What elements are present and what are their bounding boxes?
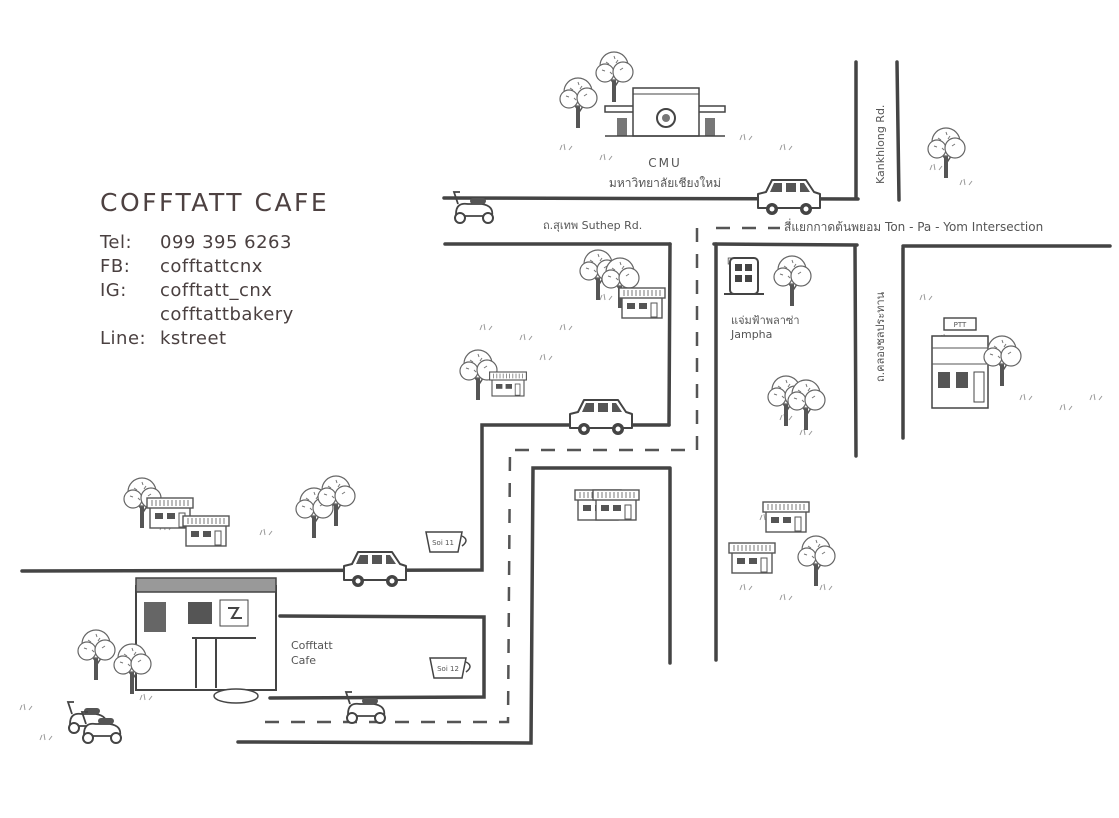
- house-icon: [618, 287, 666, 319]
- jampha-thai-label: แจ่มฟ้าพลาซ่า: [731, 314, 800, 327]
- road-centerlines: [262, 226, 780, 724]
- contact-row-tel: Tel: 099 395 6263: [100, 231, 329, 255]
- contact-value: cofftattbakery: [160, 304, 294, 325]
- cmu-thai-label: มหาวิทยาลัยเชียงใหม่: [609, 176, 721, 190]
- contact-value: cofftattcnx: [160, 256, 263, 277]
- soi11-cup-sign-icon: Soi 11: [425, 531, 467, 553]
- house-icon: [489, 371, 527, 397]
- cmu-label: CMU: [648, 156, 682, 170]
- kankhlong-rd-label: Kankhlong Rd.: [874, 105, 887, 184]
- cofftatt-label-line1: Cofftatt: [291, 639, 333, 652]
- contact-label: Tel:: [100, 232, 133, 253]
- car-icon: [569, 399, 633, 436]
- suthep-rd-label: ถ.สุเทพ Suthep Rd.: [543, 219, 642, 232]
- intersection-label: สี่แยกกาดต้นพยอม Ton - Pa - Yom Intersec…: [784, 218, 1043, 234]
- contact-value: 099 395 6263: [160, 232, 292, 253]
- tree-icon: [927, 127, 966, 179]
- jampha-label: Jampha: [730, 328, 772, 341]
- cofftatt-label-line2: Cafe: [291, 654, 316, 667]
- cafe-title: COFFTATT CAFE: [100, 188, 330, 217]
- house-icon: [182, 515, 230, 547]
- soi12-label: Soi 12: [437, 665, 459, 673]
- contact-row-fb: FB: cofftattcnx: [100, 255, 329, 279]
- contact-row-line: Line: kstreet: [100, 327, 329, 351]
- contact-label: IG:: [100, 280, 127, 301]
- cofftatt-cafe-building: [135, 577, 277, 704]
- cmu-gate-icon: [604, 87, 726, 137]
- cafe-info-panel: COFFTATT CAFE Tel: 099 395 6263 FB: coffta…: [100, 188, 329, 351]
- tree-icon: [559, 77, 598, 129]
- tree-icon: [797, 535, 836, 587]
- soi12-cup-sign-icon: Soi 12: [429, 657, 471, 679]
- gas-pump-icon: [724, 257, 764, 295]
- tree-icon: [787, 379, 826, 431]
- tree-icon: [77, 629, 116, 681]
- house-icon: [762, 501, 810, 533]
- contact-row-ig2: cofftattbakery: [100, 303, 329, 327]
- soi11-label: Soi 11: [432, 539, 454, 547]
- khlong-chonprathan-rd-label: ถ.คลองชลประทาน: [874, 291, 887, 382]
- ptt-station-icon: PTT: [931, 317, 989, 409]
- ptt-sign-label: PTT: [954, 321, 967, 329]
- tree-icon: [773, 255, 812, 307]
- contact-value: kstreet: [160, 328, 227, 349]
- house-icon: [728, 542, 776, 574]
- contact-label: FB:: [100, 256, 131, 277]
- contact-label: Line:: [100, 328, 147, 349]
- contact-row-ig: IG: cofftatt_cnx: [100, 279, 329, 303]
- tree-icon: [595, 51, 634, 103]
- car-icon: [343, 551, 407, 588]
- contact-label: [100, 303, 160, 327]
- contact-value: cofftatt_cnx: [160, 280, 273, 301]
- car-icon: [757, 179, 821, 216]
- tree-icon: [983, 335, 1022, 387]
- house-icon: [592, 489, 640, 521]
